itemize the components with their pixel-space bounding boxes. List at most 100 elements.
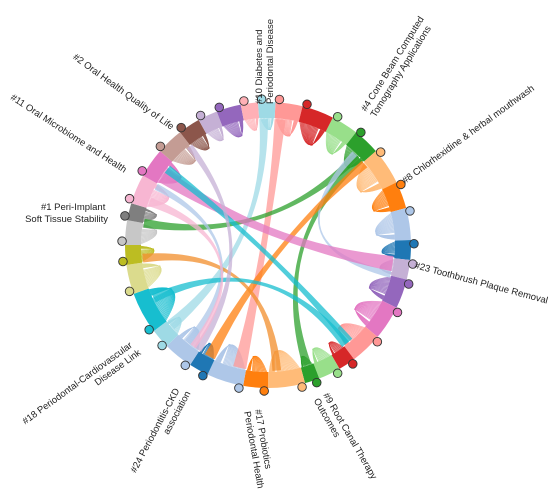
chord-arc-19 bbox=[166, 334, 199, 365]
chord-marker-0 bbox=[274, 94, 285, 105]
chord-marker-14 bbox=[311, 377, 322, 388]
chord-arc-23 bbox=[125, 245, 143, 265]
chord-arc-4 bbox=[363, 151, 397, 190]
chord-arc-17 bbox=[207, 360, 246, 386]
chord-marker-20 bbox=[157, 340, 167, 351]
chord-fan-line bbox=[328, 342, 336, 354]
chord-arc-33 bbox=[258, 102, 276, 119]
chord-fan-line bbox=[311, 128, 321, 146]
chord-marker-29 bbox=[176, 122, 186, 133]
chord-fan-31 bbox=[223, 120, 244, 138]
chord-fan-line bbox=[184, 147, 197, 162]
chord-arc-24 bbox=[125, 220, 143, 245]
chord-fan-line bbox=[312, 348, 319, 363]
chord-fan-line bbox=[201, 342, 210, 355]
chord-arc-6 bbox=[390, 207, 411, 241]
chord-ribbon-0 bbox=[233, 119, 286, 370]
chord-fan-line bbox=[354, 308, 371, 322]
chord-marker-2 bbox=[332, 111, 343, 122]
chord-arc-1 bbox=[298, 106, 333, 132]
chord-arc-11 bbox=[344, 326, 378, 360]
chord-marker-13 bbox=[332, 368, 343, 379]
chord-marker-17 bbox=[234, 383, 244, 393]
label-cbct: #4 Cone Beam Computed Tomography Applica… bbox=[359, 12, 437, 119]
chord-marker-11 bbox=[372, 336, 383, 347]
chord-arc-15 bbox=[268, 367, 306, 388]
chord-fan-line bbox=[368, 287, 386, 297]
chord-arc-7 bbox=[394, 240, 411, 260]
chord-arc-9 bbox=[382, 275, 407, 308]
chord-fan-13 bbox=[312, 347, 331, 364]
chord-arc-28 bbox=[160, 132, 190, 162]
chord-arc-14 bbox=[300, 363, 320, 384]
chord-marker-16 bbox=[259, 386, 269, 396]
chord-marker-33 bbox=[256, 94, 267, 104]
chord-marker-27 bbox=[137, 166, 147, 176]
chord-marker-21 bbox=[144, 325, 154, 335]
chord-fan-line bbox=[181, 326, 195, 341]
chord-marker-18 bbox=[198, 370, 208, 381]
chord-arc-31 bbox=[216, 104, 244, 127]
chord-fan-line bbox=[270, 118, 272, 130]
chord-fan-line bbox=[141, 227, 158, 231]
chord-ribbon-9 bbox=[154, 183, 224, 346]
label-root-canal: #9 Root Canal Therapy Outcomes bbox=[311, 391, 380, 489]
chord-fan-line bbox=[250, 355, 254, 372]
chord-arc-20 bbox=[153, 321, 179, 347]
label-ckd: #24 Periodontitis-CKD association bbox=[129, 384, 194, 480]
chord-fan-line bbox=[237, 121, 243, 137]
chord-fan-line bbox=[201, 135, 210, 149]
chord-fan-line bbox=[289, 120, 295, 137]
chord-marker-24 bbox=[117, 236, 127, 246]
chord-marker-22 bbox=[124, 286, 135, 297]
chord-marker-23 bbox=[118, 256, 128, 267]
chord-marker-26 bbox=[124, 193, 135, 204]
chord-fan-line bbox=[142, 265, 161, 272]
chord-fan-line bbox=[368, 287, 386, 297]
chord-fan-line bbox=[311, 127, 321, 146]
chord-marker-4 bbox=[375, 147, 386, 157]
chord-ribbon-6 bbox=[158, 169, 394, 272]
chord-marker-31 bbox=[214, 102, 225, 113]
chord-marker-6 bbox=[405, 206, 415, 216]
chord-fan-line bbox=[254, 118, 257, 131]
chord-arc-21 bbox=[133, 288, 167, 332]
chord-ribbon-2 bbox=[143, 152, 361, 231]
chord-arc-18 bbox=[190, 351, 215, 375]
chord-ribbon-12 bbox=[148, 197, 224, 349]
chord-arc-5 bbox=[382, 182, 407, 213]
chord-ribbon-5 bbox=[205, 160, 368, 360]
chord-marker-30 bbox=[195, 110, 206, 121]
chord-marker-19 bbox=[180, 360, 191, 371]
chord-fan-line bbox=[143, 265, 161, 271]
chord-markers bbox=[117, 94, 419, 396]
chord-fan-line bbox=[220, 343, 230, 364]
chord-ribbons bbox=[142, 119, 394, 371]
label-probiotics: #17 Probiotics Periodontal Health bbox=[241, 409, 276, 490]
chord-fan-line bbox=[141, 248, 155, 251]
chord-fan-line bbox=[181, 326, 195, 341]
chord-arc-26 bbox=[131, 175, 157, 208]
chord-arc-0 bbox=[274, 102, 303, 122]
chord-marker-32 bbox=[239, 96, 249, 106]
chord-arc-10 bbox=[365, 300, 397, 337]
chord-marker-15 bbox=[297, 382, 307, 392]
chord-fan-line bbox=[381, 252, 395, 255]
chord-marker-25 bbox=[120, 211, 130, 221]
chord-arc-16 bbox=[243, 370, 268, 389]
label-implant: #1 Peri-Implant Soft Tissue Stability bbox=[25, 202, 108, 225]
chord-marker-28 bbox=[155, 141, 166, 152]
chord-marker-12 bbox=[348, 359, 358, 369]
chord-arc-2 bbox=[325, 117, 357, 145]
chord-fan-line bbox=[376, 232, 395, 236]
chord-fan-line bbox=[360, 180, 380, 193]
label-chlorhexidine: #8 Chlorhexidine & herbal mouthwash bbox=[400, 83, 536, 186]
chord-fan-line bbox=[354, 308, 372, 323]
chord-marker-7 bbox=[409, 238, 419, 249]
chord-marker-1 bbox=[302, 99, 312, 110]
chord-marker-3 bbox=[356, 127, 366, 138]
chord-fan-line bbox=[331, 140, 343, 155]
chord-fan-line bbox=[145, 210, 158, 215]
chord-marker-10 bbox=[392, 307, 403, 318]
